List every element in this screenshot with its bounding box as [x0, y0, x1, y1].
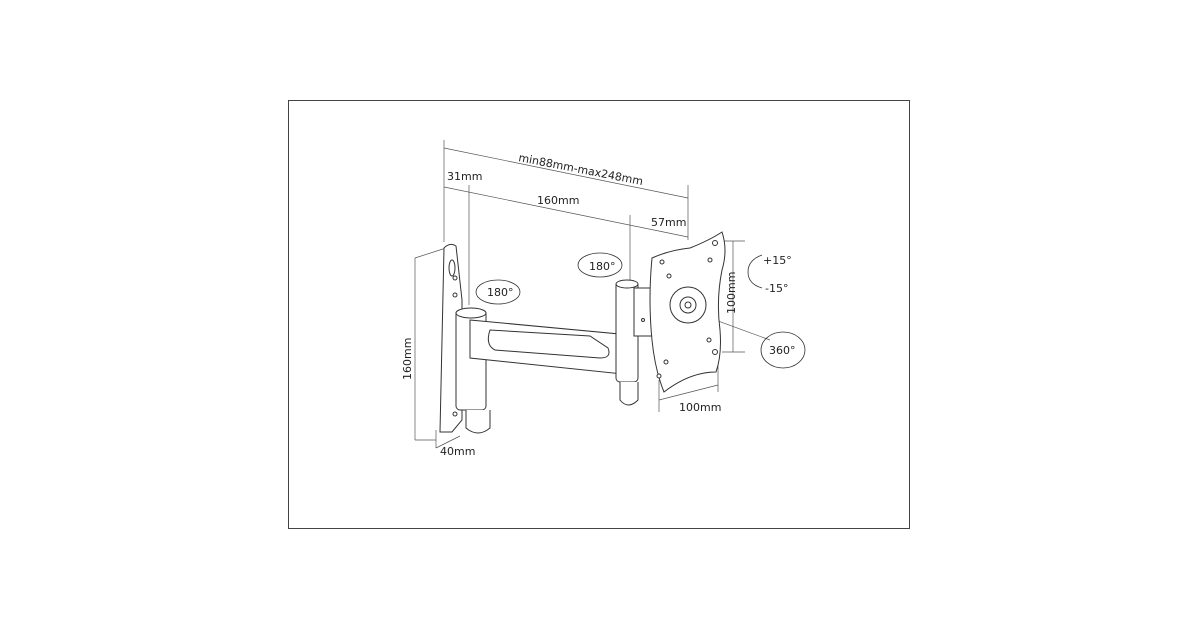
rotation-label: 360°	[769, 344, 796, 357]
dimension-lines	[414, 140, 771, 449]
vesa-vertical-label: 100mm	[725, 272, 738, 314]
overall-range-label: min88mm-max248mm	[517, 151, 644, 188]
wall-width-label: 40mm	[440, 445, 475, 458]
drawing-frame	[288, 100, 910, 529]
wall-offset-label: 31mm	[447, 170, 482, 183]
swivel-wall-label: 180°	[487, 286, 514, 299]
articulating-arm	[455, 279, 653, 434]
vesa-plate	[649, 231, 726, 393]
wall-height-label: 160mm	[401, 338, 414, 380]
swivel-head-label: 180°	[589, 260, 616, 273]
tilt-down-label: -15°	[765, 282, 788, 295]
rotation-indicators	[475, 252, 806, 369]
vesa-horizontal-label: 100mm	[679, 401, 721, 414]
head-offset-label: 57mm	[651, 216, 686, 229]
arm-length-label: 160mm	[537, 194, 579, 207]
tilt-up-label: +15°	[763, 254, 792, 267]
